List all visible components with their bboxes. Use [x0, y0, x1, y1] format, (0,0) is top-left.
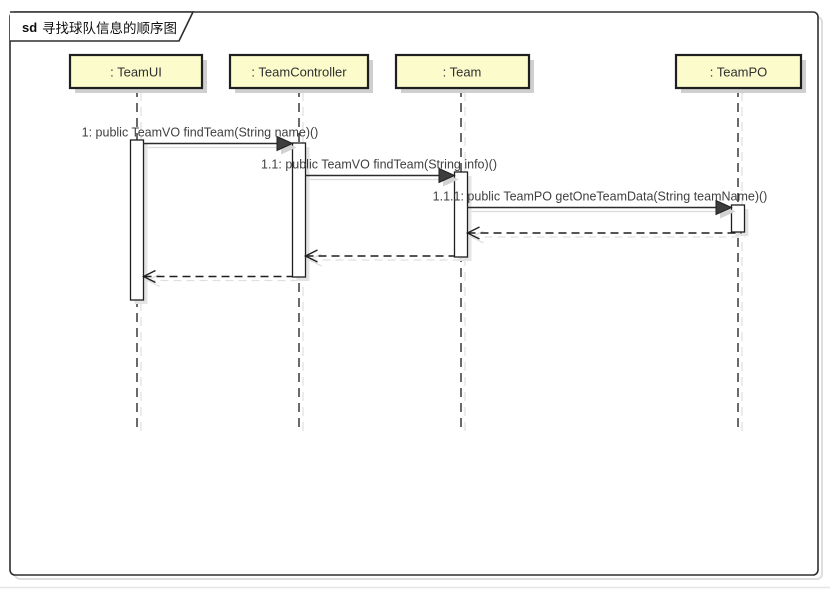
filled-arrowhead-icon [715, 199, 733, 216]
open-arrowhead-shadow [146, 273, 160, 288]
open-arrowhead-shadow [308, 253, 322, 267]
classifier-box [674, 53, 803, 90]
activation-bar-team [453, 171, 469, 258]
lifeline-head-teamcontroller: : TeamController [228, 53, 373, 93]
open-arrowhead-icon [303, 249, 318, 263]
filled-arrowhead-icon [438, 167, 456, 184]
open-arrowhead-icon [141, 269, 156, 284]
open-arrowhead-icon [465, 226, 480, 240]
diagram-frame: sd 寻找球队信息的顺序图 [9, 11, 823, 580]
classifier-label: : TeamPO [710, 65, 768, 80]
message-return-3 [141, 269, 297, 288]
activation-bar-teamui [129, 139, 145, 301]
classifier-box [228, 53, 370, 90]
filled-arrowhead-icon [276, 135, 294, 152]
message-call-1-1: 1.1: public TeamVO findTeam(String info)… [261, 158, 497, 187]
message-call-1: 1: public TeamVO findTeam(String name)() [82, 126, 319, 155]
open-arrowhead-shadow [470, 230, 484, 244]
frame-keyword: sd [22, 20, 37, 35]
lifeline-head-teampo: : TeamPO [674, 53, 806, 93]
message-label: 1: public TeamVO findTeam(String name)() [82, 126, 319, 140]
lifeline-head-teamui: : TeamUI [68, 53, 207, 93]
lifeline-head-team: : Team [394, 53, 534, 93]
activation-bar-teamcontroller [291, 142, 307, 278]
message-return-2 [303, 249, 459, 267]
classifier-box [68, 53, 204, 90]
activation-bar-teampo [730, 204, 746, 233]
frame-title: 寻找球队信息的顺序图 [42, 20, 177, 36]
frame-label-pentagon [10, 11, 195, 42]
message-label: 1.1: public TeamVO findTeam(String info)… [261, 158, 497, 172]
message-return-1 [465, 226, 746, 244]
classifier-box [394, 53, 531, 90]
message-label: 1.1.1: public TeamPO getOneTeamData(Stri… [433, 190, 768, 204]
classifier-label: : TeamController [251, 65, 347, 80]
message-call-1-1-1: 1.1.1: public TeamPO getOneTeamData(Stri… [433, 190, 768, 219]
classifier-label: : Team [443, 65, 482, 80]
frame-border [9, 11, 819, 576]
classifier-label: : TeamUI [110, 65, 162, 80]
activation-bars [129, 139, 749, 304]
